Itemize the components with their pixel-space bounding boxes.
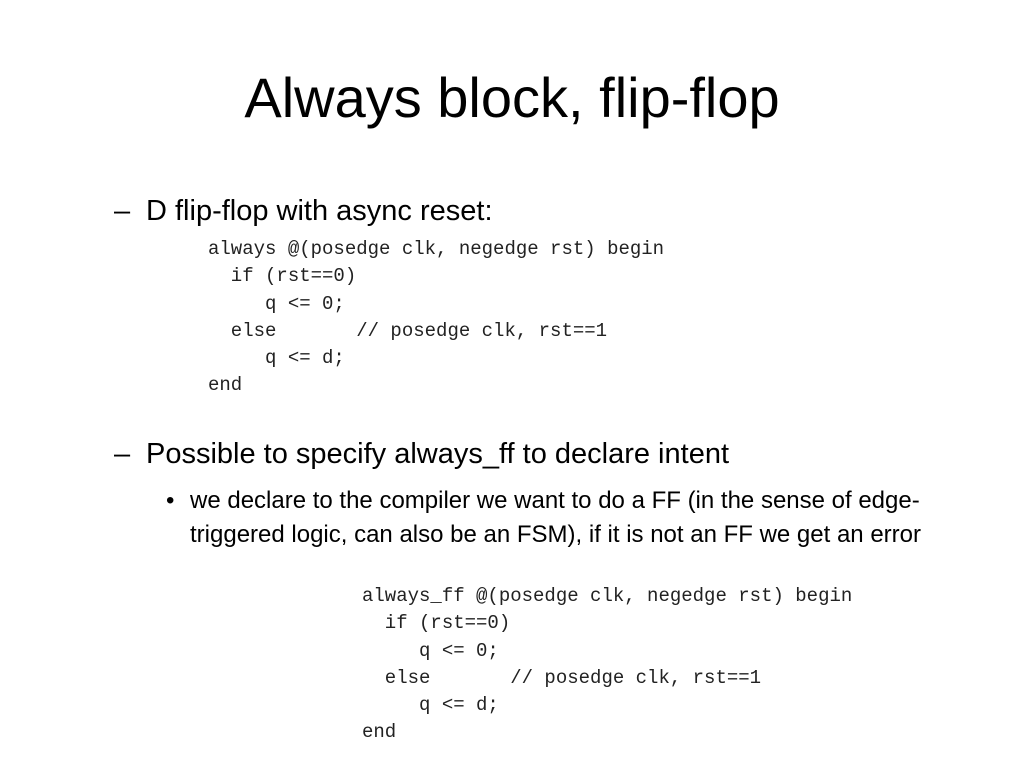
sub-bullet-compiler: • we declare to the compiler we want to … (166, 484, 980, 552)
code-block-always-ff: always_ff @(posedge clk, negedge rst) be… (362, 583, 852, 747)
code-line: q <= d; (208, 347, 345, 370)
code-block-always: always @(posedge clk, negedge rst) begin… (208, 236, 664, 400)
bullet-text: D flip-flop with async reset: (146, 195, 493, 227)
code-line: if (rst==0) (362, 612, 511, 635)
dash-bullet-icon: – (114, 195, 131, 227)
dash-bullet-icon: – (114, 438, 131, 470)
code-line: always_ff @(posedge clk, negedge rst) be… (362, 585, 853, 607)
code-line: else // posedge clk, rst==1 (362, 666, 762, 689)
code-line: q <= 0; (208, 292, 345, 315)
slide-title: Always block, flip-flop (244, 66, 780, 129)
code-line: q <= d; (362, 694, 499, 717)
code-line: end (362, 721, 397, 744)
code-line: always @(posedge clk, negedge rst) begin (208, 238, 665, 260)
sub-bullet-text: we declare to the compiler we want to do… (190, 487, 921, 548)
bullet-always-ff: – Possible to specify always_ff to decla… (114, 436, 730, 472)
dot-bullet-icon: • (166, 487, 175, 514)
bullet-async-reset: – D flip-flop with async reset: (114, 193, 493, 229)
code-line: q <= 0; (362, 639, 499, 662)
code-line: end (208, 374, 243, 397)
code-line: if (rst==0) (208, 265, 357, 288)
bullet-text: Possible to specify always_ff to declare… (146, 438, 730, 470)
code-line: else // posedge clk, rst==1 (208, 319, 608, 342)
